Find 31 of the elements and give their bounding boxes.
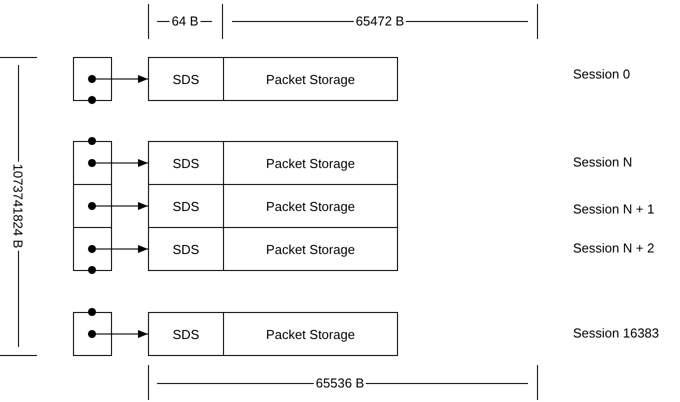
memory-block: Packet Storage <box>223 57 398 101</box>
dot-icon <box>88 245 96 253</box>
memory-block: Packet Storage <box>223 227 398 271</box>
arrow <box>96 330 148 338</box>
memory-block: Packet Storage <box>223 141 398 185</box>
arrow <box>96 159 148 167</box>
session-label: Session N + 2 <box>573 240 654 256</box>
session-label: Session 16383 <box>573 326 660 340</box>
dot-icon <box>88 330 96 338</box>
memory-block: SDS <box>148 312 224 356</box>
session-label: Session N <box>573 154 632 170</box>
pointer-box <box>73 184 112 228</box>
dimension-label: 65472 B <box>354 14 406 28</box>
dimension-label: 65536 B <box>314 376 366 390</box>
session-label: Session N + 1 <box>573 202 654 216</box>
dimension-label: 64 B <box>170 14 200 28</box>
memory-block: SDS <box>148 57 224 101</box>
dot-icon <box>88 202 96 210</box>
arrow <box>96 75 148 83</box>
pointer-box <box>73 57 112 101</box>
arrow <box>96 202 148 210</box>
arrow <box>96 245 148 253</box>
memory-block: SDS <box>148 227 224 271</box>
dot-icon <box>88 159 96 167</box>
memory-block: Packet Storage <box>223 312 398 356</box>
dimension-label: 1073741824 B <box>10 162 26 250</box>
dot-icon <box>88 75 96 83</box>
session-label: Session 0 <box>573 66 630 82</box>
pointer-box <box>73 312 112 356</box>
pointer-box <box>73 227 112 271</box>
memory-block: SDS <box>148 141 224 185</box>
